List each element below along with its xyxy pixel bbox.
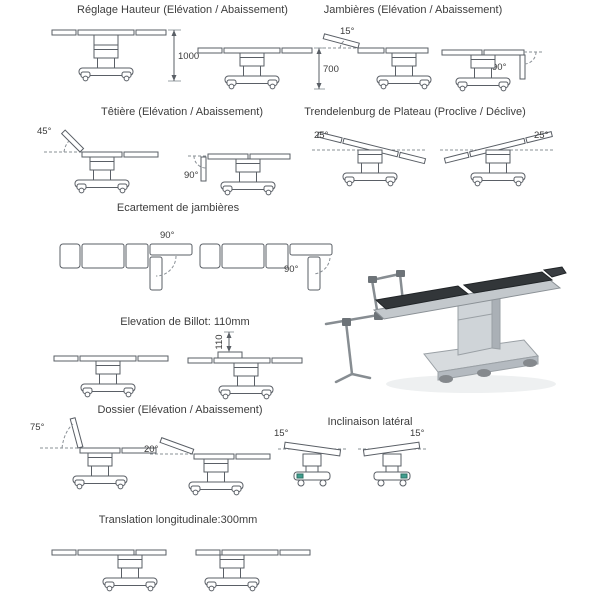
pedestal xyxy=(72,452,128,490)
pedestal xyxy=(470,149,526,187)
drawing-ecartement-2: 90° xyxy=(199,243,333,291)
section-title-jambieres: Jambières (Elévation / Abaissement) xyxy=(323,4,503,16)
drawing-billot-raised: 110 xyxy=(187,331,303,400)
pedestal xyxy=(204,554,260,592)
drawing-inclinaison-left: 15° xyxy=(274,428,346,487)
table xyxy=(198,48,312,89)
angle-label: 45° xyxy=(37,126,52,137)
drawing-dossier-20: 20° xyxy=(144,437,271,496)
angle-label: 90° xyxy=(284,264,299,275)
pedestal xyxy=(376,52,432,90)
drawing-tetiere-down: 90° xyxy=(184,153,291,196)
angle-label: 25° xyxy=(314,130,329,141)
pedestal xyxy=(188,458,244,496)
angle-label: 90° xyxy=(492,62,507,73)
caster xyxy=(523,359,537,367)
pedestal xyxy=(74,156,130,194)
drawing-trendelenburg-proclive: 25° xyxy=(312,130,427,187)
angle-label: 20° xyxy=(144,444,159,455)
drawing-ecartement-1: 90° xyxy=(59,230,193,291)
section-title-billot: Elevation de Billot: 110mm xyxy=(120,316,250,328)
pedal xyxy=(296,473,304,479)
section-title-dossier: Dossier (Elévation / Abaissement) xyxy=(97,404,263,416)
pedestal xyxy=(218,362,274,400)
section-title-tetiere: Têtière (Elévation / Abaissement) xyxy=(100,106,264,118)
drawing-hauteur-high: 1000 xyxy=(51,29,199,82)
mattress-pad xyxy=(374,285,470,310)
dimension-label: 110 xyxy=(214,334,225,349)
angle-label: 75° xyxy=(30,422,45,433)
pedestal xyxy=(102,554,158,592)
section-title-translation: Translation longitudinale:300mm xyxy=(98,514,258,526)
drawing-translation-left xyxy=(51,549,167,592)
tabletop xyxy=(51,29,167,36)
drawing-jambieres-up: 15° xyxy=(318,26,432,90)
pedestal xyxy=(342,149,398,187)
tabletop xyxy=(195,549,311,556)
product-photo xyxy=(324,266,567,393)
tabletop xyxy=(51,549,167,556)
mattress-pad xyxy=(462,271,554,294)
drawing-tetiere-up: 45° xyxy=(37,126,159,194)
drawing-translation-right xyxy=(195,549,311,592)
angle-label: 90° xyxy=(160,230,175,241)
pedestal xyxy=(78,44,134,82)
angle-label: 15° xyxy=(340,26,355,37)
drawing-trendelenburg-declive: 25° xyxy=(440,130,554,187)
section-title-inclinaison: Inclinaison latéral xyxy=(327,416,413,428)
drawing-jambieres-down: 90° xyxy=(441,49,542,92)
section-title-trendelenburg: Trendelenburg de Plateau (Proclive / Déc… xyxy=(304,106,526,118)
angle-label: 15° xyxy=(410,428,425,439)
angle-label: 25° xyxy=(534,130,549,141)
pedestal xyxy=(220,158,276,196)
section-title-hauteur: Réglage Hauteur (Elévation / Abaissement… xyxy=(77,4,288,16)
section-title-ecartement: Ecartement de jambières xyxy=(116,202,240,214)
headrest-pad xyxy=(542,266,567,278)
pedal xyxy=(400,473,408,479)
caster xyxy=(477,369,491,377)
drawing-inclinaison-right: 15° xyxy=(358,428,426,487)
angle-label: 90° xyxy=(184,170,199,181)
drawing-billot-flat xyxy=(52,334,182,400)
dimension-label: 1000 xyxy=(178,51,199,62)
dimension-label: 700 xyxy=(323,64,339,75)
angle-label: 15° xyxy=(274,428,289,439)
caster xyxy=(439,375,453,383)
tabletop xyxy=(187,357,303,364)
drawing-dossier-75: 75° xyxy=(30,417,157,490)
table xyxy=(54,356,168,397)
